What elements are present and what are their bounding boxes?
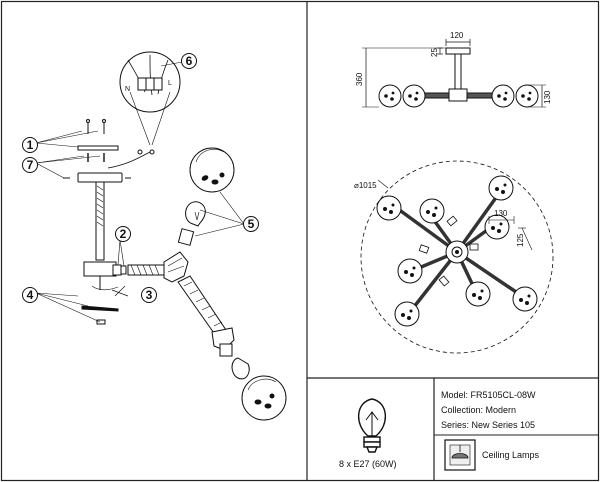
model-label: Model: FR5105CL-08W	[441, 390, 536, 400]
bulb-spec: 8 x E27 (60W)	[339, 459, 397, 469]
side-canopy	[445, 47, 471, 55]
assembly-diagram	[35, 51, 287, 421]
collection-label: Collection: Modern	[441, 405, 517, 415]
callout-5: 5	[243, 216, 259, 232]
lower-globe	[241, 375, 287, 421]
callout-6: 6	[181, 53, 197, 69]
arm-joint	[163, 251, 189, 283]
ceiling-lamp-icon	[444, 439, 476, 471]
category-label: Ceiling Lamps	[482, 450, 540, 460]
bulb-icon	[358, 398, 386, 453]
top-globe-2	[419, 198, 445, 224]
arm-diagonal	[177, 275, 227, 337]
central-hub	[83, 261, 117, 277]
upper-globe	[189, 147, 235, 193]
side-globe-2	[402, 84, 426, 108]
side-hub	[448, 88, 468, 102]
dim-diameter: ⌀1015	[354, 181, 377, 190]
leader-line	[129, 91, 151, 146]
canopy	[77, 172, 123, 183]
dim-shade-height: 130	[543, 90, 552, 104]
wiring-detail-circle	[119, 51, 181, 113]
terminal-block	[137, 77, 163, 91]
top-globe-8	[512, 286, 538, 312]
dim-canopy-height: 25	[430, 48, 439, 57]
side-globe-1	[378, 84, 402, 108]
side-globe-4	[515, 84, 539, 108]
finial-bar	[81, 305, 119, 312]
side-view	[362, 39, 546, 108]
top-globe-5	[397, 258, 423, 284]
terminal-n-label: N	[125, 86, 131, 93]
top-globe-7	[465, 281, 491, 307]
callout-4: 4	[22, 287, 38, 303]
callout-2: 2	[115, 226, 131, 242]
top-globe-6	[394, 301, 420, 327]
dim-arm-length: 130	[494, 209, 508, 218]
side-globe-3	[491, 84, 515, 108]
dim-arm-offset: 125	[516, 233, 525, 247]
callout-1: 1	[22, 137, 38, 153]
side-rod	[454, 53, 462, 91]
dim-total-height: 360	[355, 72, 364, 86]
lower-socket	[219, 343, 233, 357]
terminal-l-label: L	[168, 80, 172, 87]
mounting-bracket	[77, 145, 119, 151]
callout-7: 7	[22, 157, 38, 173]
diameter-circle	[360, 160, 554, 354]
top-view	[360, 160, 554, 354]
series-label: Series: New Series 105	[441, 420, 536, 430]
down-rod	[95, 181, 105, 261]
top-globe-1	[376, 195, 402, 221]
top-globe-4	[484, 214, 510, 240]
dim-canopy-width: 120	[450, 31, 464, 40]
top-globe-3	[488, 175, 514, 201]
callout-3: 3	[141, 287, 157, 303]
lower-bulb	[231, 357, 250, 380]
upper-socket	[177, 228, 195, 246]
